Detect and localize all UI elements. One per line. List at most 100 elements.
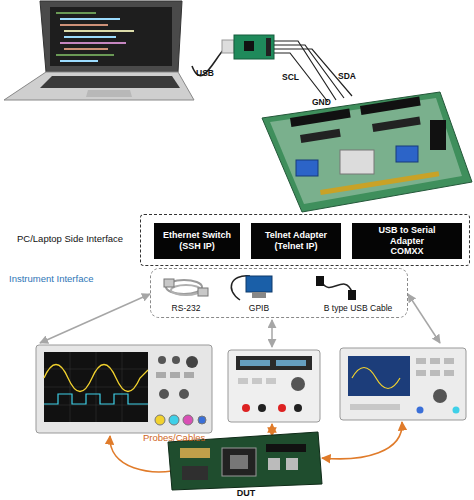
target-pcb-part [372, 116, 421, 131]
power-supply-part [242, 404, 250, 412]
laptop-illustration-part [40, 76, 180, 88]
power-supply-part [276, 360, 306, 366]
function-generator-part [416, 370, 426, 376]
oscilloscope-part [172, 356, 180, 364]
function-generator [340, 348, 466, 420]
interface-links [40, 294, 440, 347]
dut-board-part [180, 448, 210, 458]
laptop-illustration-part [60, 18, 120, 20]
oscilloscope-part [179, 389, 189, 399]
oscilloscope-part [170, 372, 180, 378]
interface-group: PC/Laptop Side InterfaceEthernet Switch … [140, 214, 470, 266]
node-text: Ethernet Switch (SSH IP) [162, 230, 232, 252]
target-pcb-part [300, 129, 341, 143]
target-pcb-part [360, 97, 421, 115]
node-text: Instrument Interface [9, 273, 93, 284]
cable-label: USB [196, 69, 214, 78]
dut-board-part [182, 466, 208, 480]
oscilloscope-part [155, 415, 165, 425]
laptop-illustration [4, 1, 194, 100]
interface-links-part [408, 294, 440, 343]
node-text: PC/Laptop Side Interface [17, 233, 123, 244]
i2c-wires-part [274, 53, 328, 102]
usb-i2c-adapter-part [222, 40, 234, 53]
usb-b-cable-part [316, 276, 324, 286]
oscilloscope-part [159, 389, 169, 399]
power-supply-part [238, 378, 248, 384]
dut-board-part [230, 455, 248, 469]
power-supply-part [266, 378, 276, 384]
oscilloscope-part [186, 356, 198, 368]
function-generator-part [416, 358, 426, 364]
gpib-adapter-part [246, 276, 272, 292]
connection-label: Probes/Cables [143, 433, 205, 443]
rs232-cable-part [171, 285, 201, 295]
power-supply [228, 350, 320, 422]
target-pcb-part [320, 171, 439, 195]
function-generator-part [453, 407, 460, 414]
usb-b-cable [316, 276, 356, 300]
oscilloscope-part [183, 415, 193, 425]
laptop-illustration-part [64, 36, 116, 38]
laptop-illustration-part [60, 42, 126, 44]
usb-i2c-adapter-part [234, 35, 274, 59]
i2c-wires-part [274, 41, 336, 100]
laptop-illustration-part [60, 24, 108, 26]
interface-box: USB to Serial Adapter COMXX [352, 223, 462, 259]
power-supply-part [240, 360, 270, 366]
cable-label: GPIB [249, 304, 269, 313]
laptop-illustration-part [64, 48, 108, 50]
function-generator-part [417, 407, 424, 414]
laptop-illustration-part [86, 90, 132, 97]
rs232-cable-part [164, 279, 174, 287]
laptop-illustration-part [56, 54, 114, 56]
target-pcb-part [430, 120, 446, 150]
probe-cables-part [322, 422, 402, 459]
oscilloscope-part [169, 415, 179, 425]
signal-name: SCL [282, 73, 299, 82]
laptop-illustration-part [64, 30, 134, 32]
oscilloscope-part [44, 365, 148, 392]
dut-board-part [222, 448, 256, 476]
function-generator-part [340, 348, 466, 420]
signal-name: SDA [338, 72, 356, 81]
laptop-illustration-part [60, 60, 98, 62]
interface-box: Ethernet Switch (SSH IP) [154, 223, 240, 259]
function-generator-part [444, 358, 454, 364]
dut-board-part [266, 444, 306, 452]
oscilloscope-part [156, 372, 166, 378]
dut-board-part [286, 458, 298, 470]
function-generator-part [352, 368, 400, 389]
laptop-illustration-part [40, 1, 182, 72]
target-pcb-part [340, 150, 374, 174]
usb-b-cable-part [348, 290, 356, 300]
oscilloscope-part [198, 416, 206, 424]
function-generator-part [433, 389, 447, 403]
usb-i2c-adapter [222, 35, 274, 59]
dut-board-part [268, 458, 280, 470]
interface-links-part [271, 320, 273, 347]
oscilloscope-part [44, 352, 148, 422]
oscilloscope [36, 345, 212, 433]
usb-i2c-adapter-part [244, 41, 254, 51]
laptop-illustration-part [56, 12, 96, 14]
laptop-illustration-part [50, 7, 172, 66]
power-supply-part [291, 377, 305, 391]
target-pcb-part [396, 146, 418, 162]
target-pcb-part [296, 160, 318, 176]
power-supply-part [252, 378, 262, 384]
power-supply-part [228, 350, 320, 422]
oscilloscope-part [44, 352, 148, 422]
rs232-cable [164, 279, 208, 296]
function-generator-part [350, 404, 400, 410]
signal-name: GND [312, 98, 331, 107]
rs232-cable-part [198, 288, 208, 296]
usb-b-cable-part [322, 282, 352, 292]
oscilloscope-part [44, 394, 148, 404]
gpib-adapter [231, 276, 272, 300]
target-pcb [262, 92, 472, 212]
power-supply-part [258, 404, 266, 412]
gpib-adapter-part [252, 292, 266, 298]
target-pcb-part [290, 109, 351, 127]
